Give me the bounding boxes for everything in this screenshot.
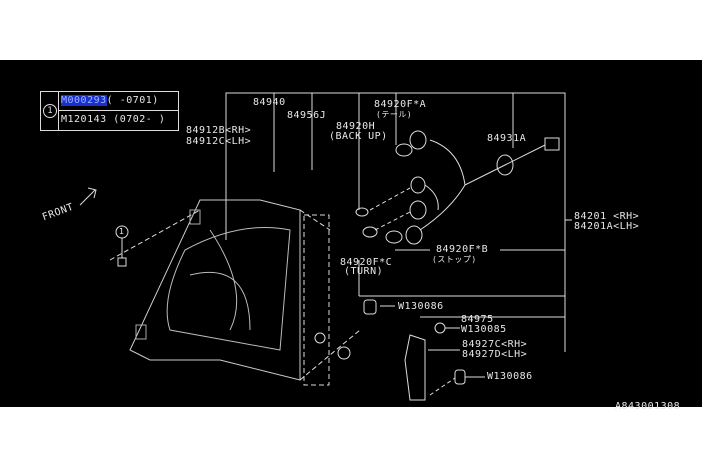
label-84920fa[interactable]: 84920F*A <box>374 99 427 110</box>
part-number-legend: 1 M000293( -0701) M120143 (0702- ) <box>40 91 179 131</box>
label-84912c[interactable]: 84912C<LH> <box>186 136 252 147</box>
diagram-lines <box>79 92 572 401</box>
part-code-selected[interactable]: M000293 <box>61 95 107 106</box>
label-84940[interactable]: 84940 <box>253 97 286 108</box>
label-w130085[interactable]: W130085 <box>461 324 507 335</box>
label-84927c[interactable]: 84927C<RH> <box>462 339 528 350</box>
legend-row-1[interactable]: M000293( -0701) <box>61 95 159 106</box>
label-84201[interactable]: 84201 <RH> <box>574 211 640 222</box>
label-84920fb[interactable]: 84920F*B <box>436 244 489 255</box>
label-84920fc-sub: (TURN) <box>344 266 384 277</box>
label-84931a[interactable]: 84931A <box>487 133 527 144</box>
callout-marker: 1 <box>43 104 57 118</box>
label-84920fa-sub: (テール) <box>376 110 413 119</box>
label-w130086-top[interactable]: W130086 <box>398 301 444 312</box>
label-84927d[interactable]: 84927D<LH> <box>462 349 528 360</box>
legend-row-2[interactable]: M120143 (0702- ) <box>61 114 166 125</box>
label-84201a[interactable]: 84201A<LH> <box>574 221 640 232</box>
label-w130086-bottom[interactable]: W130086 <box>487 371 533 382</box>
label-84920h[interactable]: 84920H <box>336 121 376 132</box>
diagram-id: A843001308 <box>615 401 681 412</box>
parts-diagram: 1 M000293( -0701) M120143 (0702- ) 84940… <box>0 60 702 412</box>
callout-1: 1 <box>119 227 125 236</box>
label-84920fc[interactable]: 84920F*C <box>340 257 393 268</box>
label-84920fb-sub: (ストップ) <box>432 255 477 264</box>
label-84920h-sub: (BACK UP) <box>329 131 388 142</box>
label-84975[interactable]: 84975 <box>461 314 494 325</box>
label-84912b[interactable]: 84912B<RH> <box>186 125 252 136</box>
label-84956j[interactable]: 84956J <box>287 110 327 121</box>
